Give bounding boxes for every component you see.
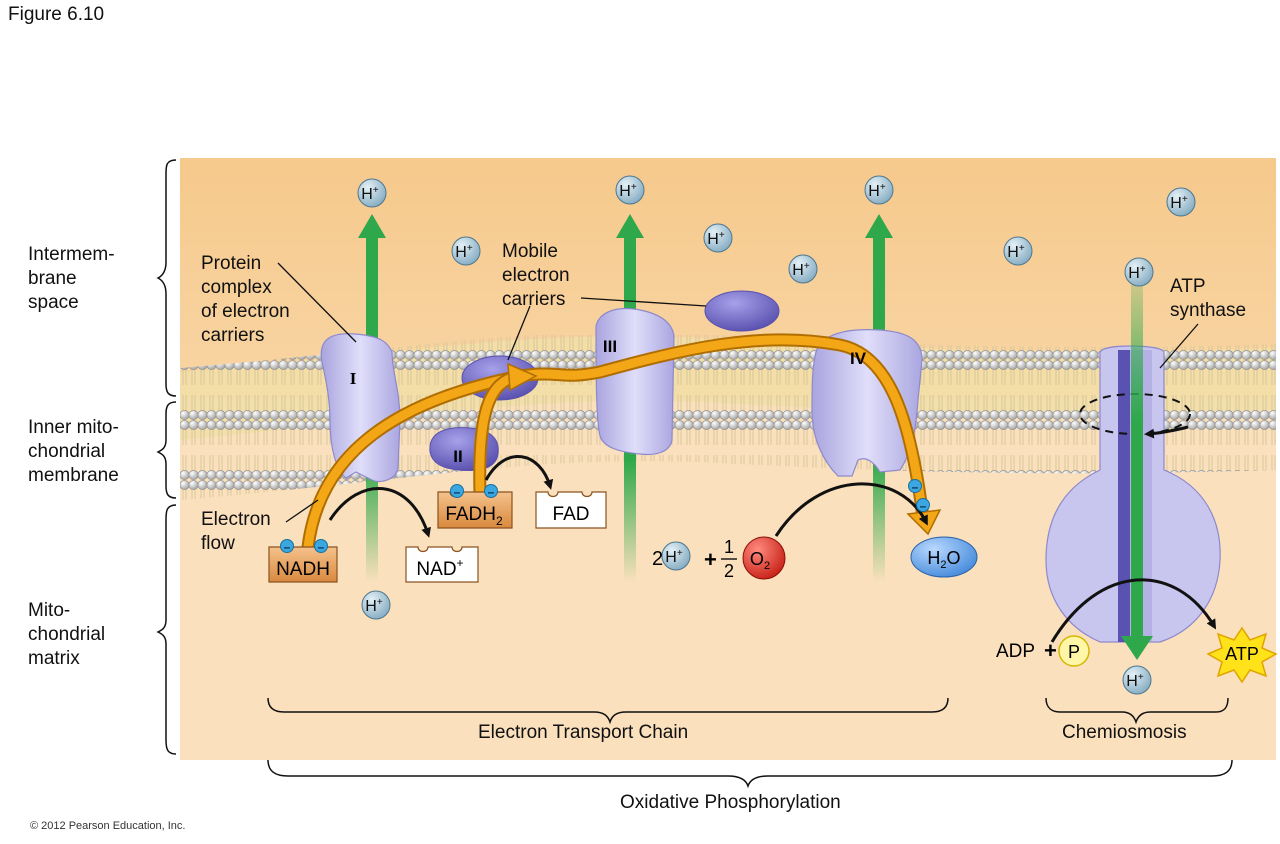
oxidative-phosphorylation-label: Oxidative Phosphorylation bbox=[620, 792, 841, 813]
electron-transport-chain-label: Electron Transport Chain bbox=[478, 722, 689, 743]
chemiosmosis-label: Chemiosmosis bbox=[1062, 722, 1187, 743]
h-ion-label: H+ bbox=[665, 548, 683, 566]
h-ion bbox=[615, 175, 645, 205]
water-molecule: H2O bbox=[910, 536, 978, 578]
oxygen-label: O bbox=[750, 549, 764, 569]
complex-iii bbox=[595, 307, 675, 456]
electron-icon: – bbox=[488, 485, 495, 499]
h-ion bbox=[788, 254, 818, 284]
h-ion-label: H+ bbox=[792, 261, 810, 279]
complex-iii-label: III bbox=[603, 337, 617, 356]
svg-text:NAD+: NAD+ bbox=[416, 556, 463, 580]
complex-i bbox=[320, 333, 401, 483]
atp-reaction: ADP + P ATP bbox=[996, 626, 1278, 684]
nad-label: NAD bbox=[416, 559, 456, 580]
figure-title: Figure 6.10 bbox=[8, 4, 105, 25]
nad-charge: + bbox=[457, 556, 464, 570]
atp-label: ATP bbox=[1225, 644, 1259, 664]
electron-icon: – bbox=[920, 499, 927, 513]
svg-text:O2: O2 bbox=[750, 549, 770, 572]
electron-icon: – bbox=[912, 480, 919, 494]
reaction-arrows bbox=[328, 455, 1217, 643]
h-ion-label: H+ bbox=[1170, 194, 1188, 212]
h-ion-label: H+ bbox=[361, 185, 379, 203]
h-ion bbox=[1166, 187, 1196, 217]
nad-molecule: NAD+ bbox=[405, 546, 479, 583]
h-ion-label: H+ bbox=[868, 182, 886, 200]
electron-icon: – bbox=[454, 485, 461, 499]
callout-leaders bbox=[277, 262, 1199, 523]
h-ion bbox=[357, 178, 387, 208]
h-ion-label: H+ bbox=[455, 243, 473, 261]
region-braces bbox=[156, 159, 177, 755]
complex-iv bbox=[811, 329, 923, 477]
h-ion-label: H+ bbox=[707, 230, 725, 248]
electron-icon: – bbox=[284, 540, 291, 554]
adp-label: ADP bbox=[996, 641, 1035, 662]
h-ion bbox=[703, 223, 733, 253]
complex-iv-label: IV bbox=[850, 349, 867, 368]
fad-molecule: FAD bbox=[535, 491, 607, 529]
fraction-denominator: 2 bbox=[724, 561, 734, 581]
h-ion bbox=[1124, 257, 1154, 287]
svg-text:H2O: H2O bbox=[927, 548, 960, 571]
complex-ii-label: II bbox=[453, 447, 462, 466]
plus-sign: + bbox=[1044, 638, 1057, 663]
h-ion-group: H+H+H+H+H+H+H+H+H+H+H+H+ bbox=[357, 175, 1196, 695]
cytochrome-c-carrier bbox=[704, 290, 780, 332]
svg-text:FADH2: FADH2 bbox=[445, 504, 503, 528]
h-ion bbox=[864, 175, 894, 205]
h-ion bbox=[1003, 236, 1033, 266]
h-ion bbox=[1122, 665, 1152, 695]
fadh-subscript: 2 bbox=[496, 514, 503, 528]
h-ion-label: H+ bbox=[619, 182, 637, 200]
atp-synthase bbox=[1045, 274, 1221, 660]
nadh-label: NADH bbox=[276, 559, 330, 580]
complex-i-label: I bbox=[350, 369, 357, 388]
water-h-label: H bbox=[927, 548, 940, 568]
h-ion-label: H+ bbox=[365, 597, 383, 615]
water-subscript: 2 bbox=[940, 559, 946, 571]
h-ion bbox=[361, 590, 391, 620]
fadh2-molecule: FADH2 – – bbox=[437, 484, 513, 529]
h-ion-label: H+ bbox=[1126, 672, 1144, 690]
nadh-molecule: NADH – – bbox=[268, 539, 338, 583]
coefficient-two: 2 bbox=[652, 548, 663, 570]
h-ion bbox=[451, 236, 481, 266]
fadh-label: FADH bbox=[445, 504, 496, 525]
fad-label: FAD bbox=[553, 504, 590, 525]
copyright-notice: © 2012 Pearson Education, Inc. bbox=[30, 820, 186, 832]
fraction-numerator: 1 bbox=[724, 537, 734, 557]
oxygen-reaction: 2 + 1 2 O2 bbox=[652, 536, 786, 581]
h-ion-label: H+ bbox=[1007, 243, 1025, 261]
water-o-label: O bbox=[947, 548, 961, 568]
h-ion bbox=[661, 541, 691, 571]
phosphate-label: P bbox=[1068, 642, 1080, 662]
electron-icon: – bbox=[318, 540, 325, 554]
plus-sign: + bbox=[704, 547, 717, 572]
section-braces bbox=[267, 697, 1233, 789]
oxygen-subscript: 2 bbox=[764, 560, 770, 572]
h-ion-label: H+ bbox=[1128, 264, 1146, 282]
